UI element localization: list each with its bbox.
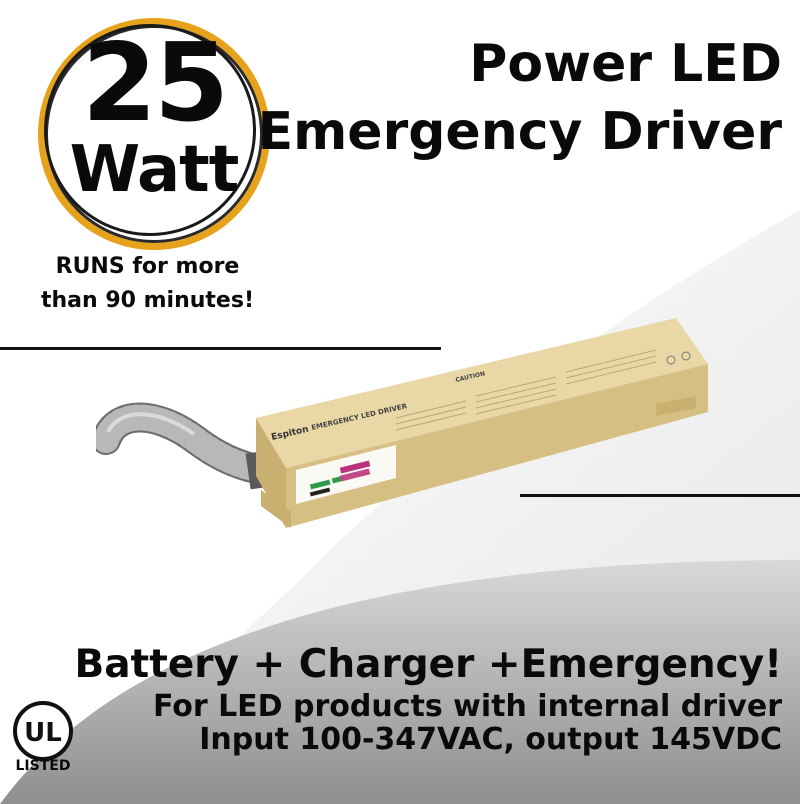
feature-list: Battery + Charger +Emergency! For LED pr… <box>75 640 782 756</box>
emergency-driver-image: Espiton EMERGENCY LED DRIVER CAUTION <box>96 318 708 528</box>
ul-logo-icon: UL <box>13 701 73 761</box>
wattage-unit: Watt <box>69 133 240 207</box>
feature-line-1: Battery + Charger +Emergency! <box>74 642 782 687</box>
divider-right <box>520 494 800 497</box>
divider-left <box>0 347 441 350</box>
runtime-line-1: RUNS for more <box>55 254 240 279</box>
product-title: Power LED Emergency Driver <box>258 30 782 166</box>
feature-line-2: For LED products with internal driver <box>152 689 782 724</box>
wattage-badge-ring <box>44 24 256 236</box>
ul-mark: UL <box>24 718 62 748</box>
runtime-note: RUNS for more than 90 minutes! <box>20 250 275 318</box>
ul-listed-label: LISTED <box>15 758 71 774</box>
feature-line-3: Input 100-347VAC, output 145VDC <box>199 722 782 757</box>
title-line-1: Power LED <box>469 34 782 94</box>
title-line-2: Emergency Driver <box>257 102 782 162</box>
runtime-line-2: than 90 minutes! <box>41 288 254 313</box>
wattage-number: 25 <box>81 21 229 146</box>
